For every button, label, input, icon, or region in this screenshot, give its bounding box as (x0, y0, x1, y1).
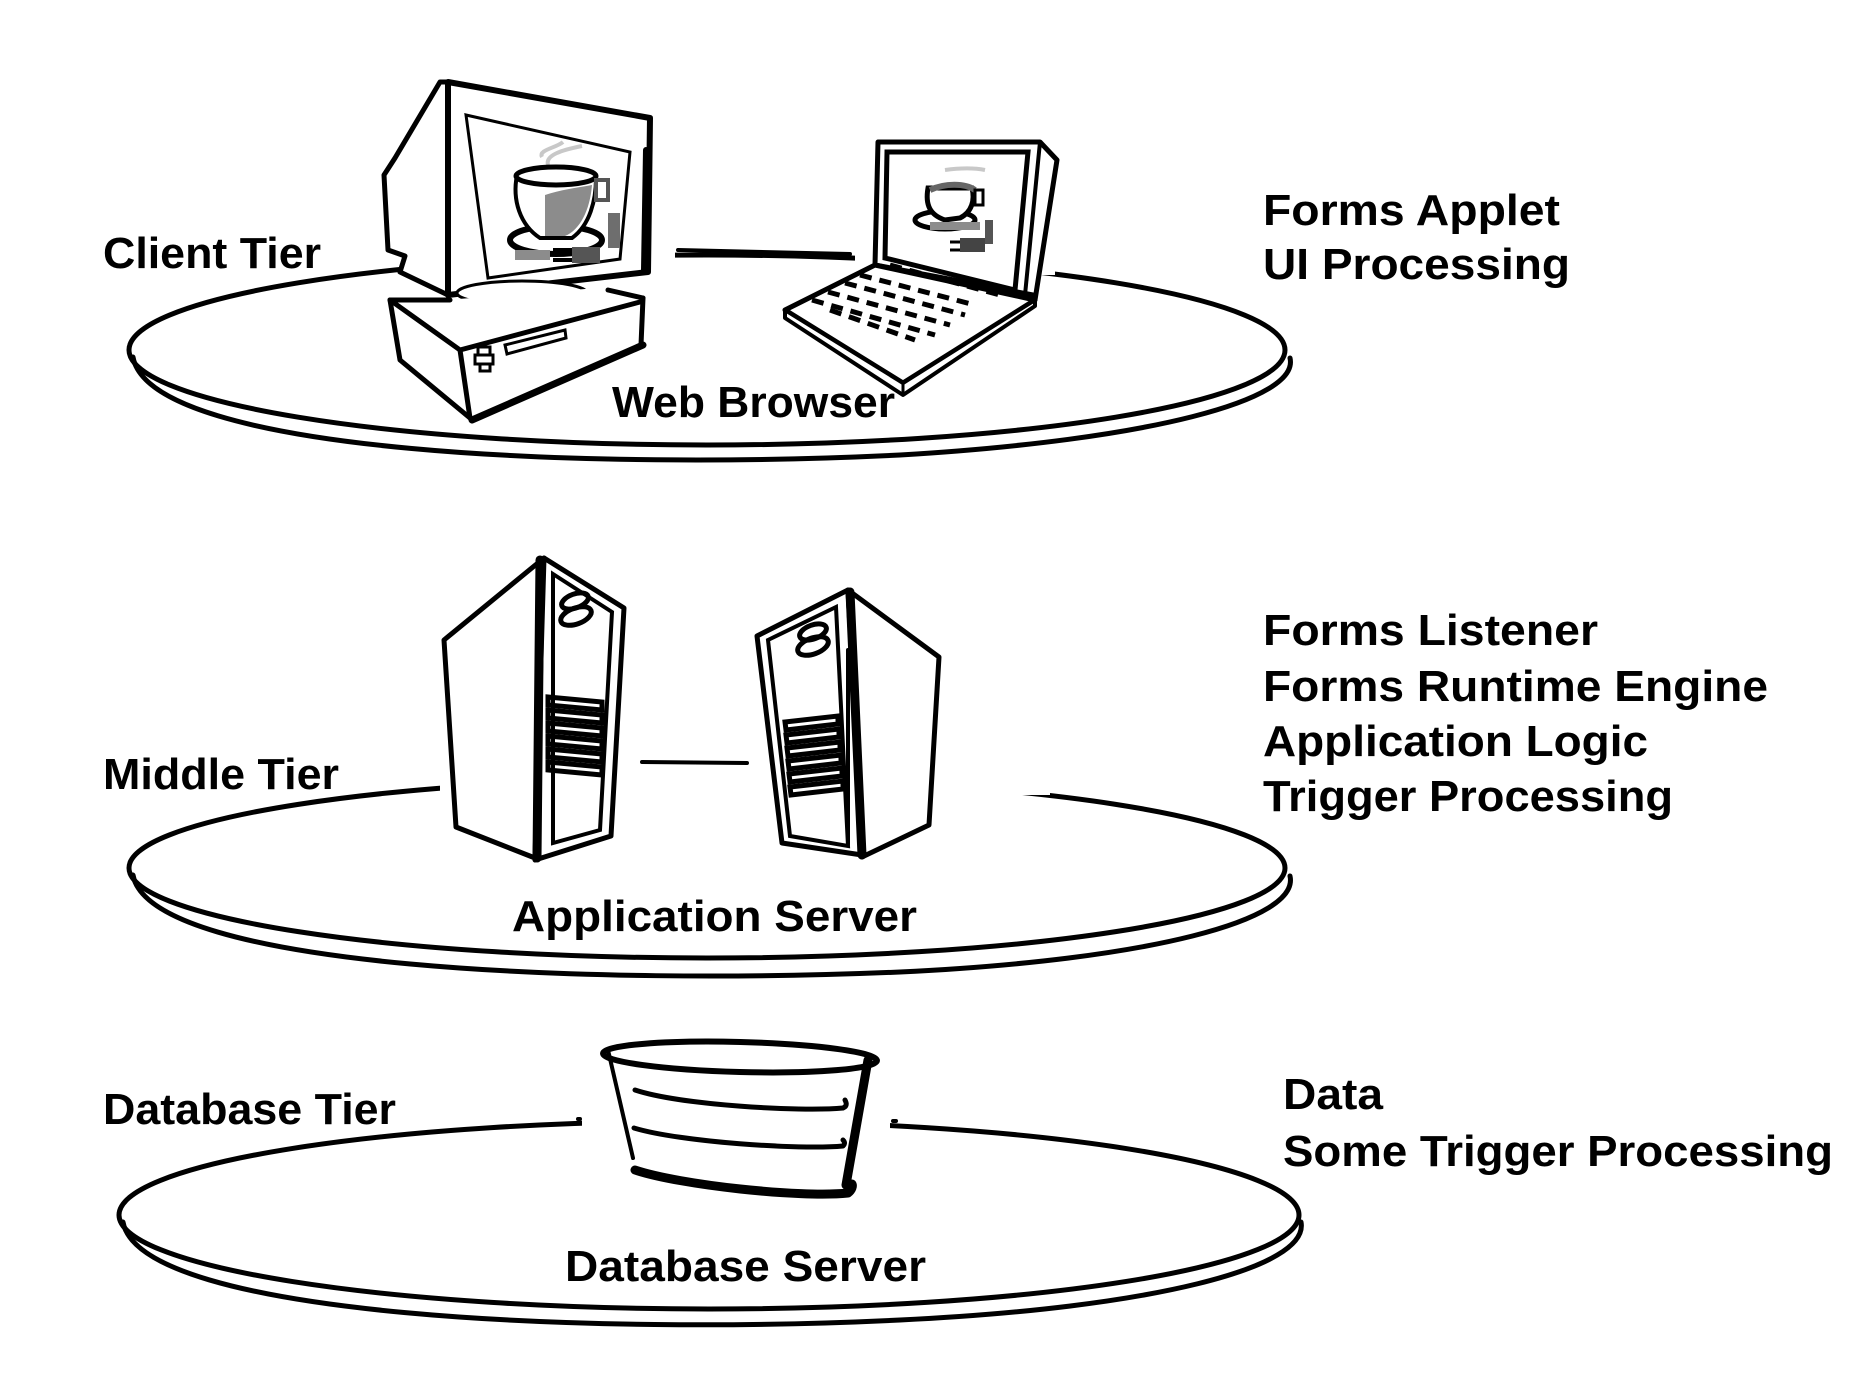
server-tower-icon (754, 587, 942, 860)
client-responsibility-1: UI Processing (1263, 240, 1570, 289)
client-connector-line (676, 248, 852, 256)
client-responsibility-0: Forms Applet (1263, 186, 1560, 235)
middle-responsibility-1: Forms Runtime Engine (1263, 662, 1768, 711)
database-responsibility-1: Some Trigger Processing (1283, 1127, 1833, 1176)
database-server-label: Database Server (565, 1242, 926, 1291)
java-coffee-cup-icon (507, 140, 620, 263)
database-responsibility-0: Data (1283, 1070, 1384, 1119)
java-coffee-cup-icon (912, 166, 993, 252)
laptop-computer-icon (782, 139, 1060, 397)
middle-tier: Middle Tier Application Server Forms Lis… (103, 555, 1768, 979)
client-tier-platform-disc (126, 252, 1293, 463)
database-tier: Database Tier Database Server Data Some … (103, 1038, 1833, 1328)
desktop-computer-icon (381, 79, 653, 425)
database-cylinder-icon (600, 1038, 880, 1199)
middle-responsibility-0: Forms Listener (1263, 606, 1598, 655)
client-tier-label: Client Tier (103, 229, 321, 278)
server-tower-icon (441, 555, 627, 863)
application-server-label: Application Server (512, 892, 917, 941)
middle-responsibility-3: Trigger Processing (1263, 772, 1673, 821)
middle-tier-platform-disc (126, 775, 1293, 979)
client-tier: Client Tier Web Browser Forms Applet UI … (103, 79, 1570, 463)
middle-tier-label: Middle Tier (103, 750, 339, 799)
middle-responsibility-2: Application Logic (1263, 717, 1648, 766)
web-browser-label: Web Browser (612, 378, 895, 427)
database-tier-label: Database Tier (103, 1085, 396, 1134)
middle-connector-line (640, 760, 749, 765)
